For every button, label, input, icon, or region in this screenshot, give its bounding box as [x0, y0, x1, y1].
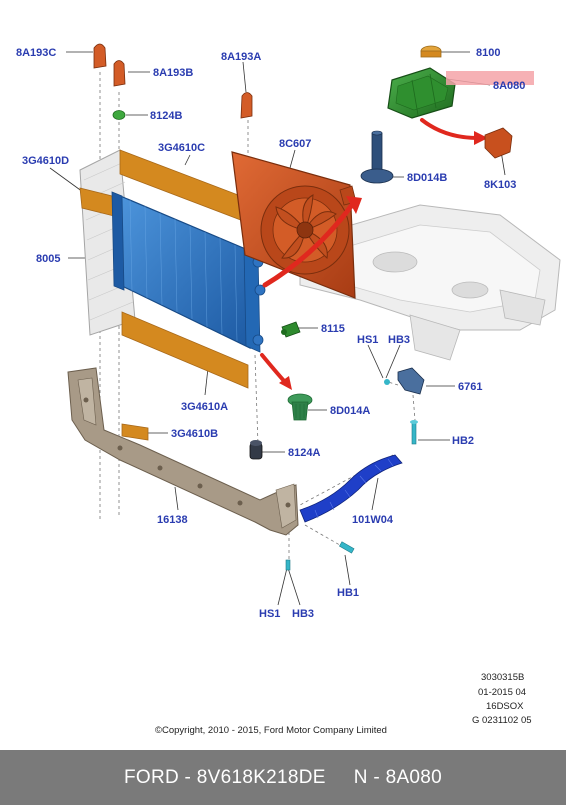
thermostat-8d014a: [287, 393, 313, 421]
label-3g4610d: 3G4610D: [22, 155, 69, 167]
label-8a193b: 8A193B: [153, 67, 193, 79]
fan-shroud: [231, 151, 357, 299]
subframe: [299, 204, 561, 361]
highlight-8a080: [446, 71, 534, 85]
doc-code-1: 3030315B: [481, 672, 524, 683]
label-8115: 8115: [321, 323, 345, 335]
footer-reference: N - 8A080: [353, 766, 443, 788]
bracket-6761: [384, 367, 425, 395]
doc-code-4: G 0231102 05: [472, 715, 532, 726]
clip-8a193c: [93, 43, 107, 69]
label-8005: 8005: [36, 253, 60, 265]
isolator-8124b: [112, 110, 126, 120]
deflector-3g4610a: [121, 311, 249, 389]
label-3g4610b: 3G4610B: [171, 428, 218, 440]
direction-arrows: [260, 118, 488, 390]
label-hs1-lower: HS1: [259, 608, 280, 620]
label-8c607: 8C607: [279, 138, 311, 150]
deflector-3g4610b: [121, 423, 149, 441]
harness-101w04: [299, 454, 403, 523]
clip-8a193a: [240, 92, 253, 119]
label-hb3-upper: HB3: [388, 334, 410, 346]
sensor-8115: [281, 321, 301, 338]
label-hb2: HB2: [452, 435, 474, 447]
copyright-notice: ©Copyright, 2010 - 2015, Ford Motor Comp…: [155, 725, 387, 736]
label-hs1-upper: HS1: [357, 334, 378, 346]
radiator: [111, 191, 266, 353]
label-8a080: 8A080: [493, 80, 525, 92]
bracket-8k103: [484, 127, 513, 159]
radiator-support-16138: [67, 367, 299, 536]
label-hb3-lower: HB3: [292, 608, 314, 620]
label-6761: 6761: [458, 381, 482, 393]
doc-code-3: 16DSOX: [486, 701, 524, 712]
bolt-hb2: [410, 420, 418, 445]
housing-8d014b: [360, 130, 394, 184]
label-3g4610a: 3G4610A: [181, 401, 228, 413]
callout-labels: 8A193C 8A193B 8A193A 8124B 8100 8A080 3G…: [16, 47, 525, 620]
label-8d014b: 8D014B: [407, 172, 447, 184]
label-8a193a: 8A193A: [221, 51, 261, 63]
document-codes: 3030315B 01-2015 04 16DSOX G 0231102 05: [472, 672, 532, 726]
footer-part-number: FORD - 8V618K218DE: [123, 766, 326, 788]
label-16138: 16138: [157, 514, 188, 526]
label-8100: 8100: [476, 47, 500, 59]
label-8a193c: 8A193C: [16, 47, 56, 59]
isolator-8124a: [249, 440, 263, 460]
label-101w04: 101W04: [352, 514, 394, 526]
parts-diagram: 8A193C 8A193B 8A193A 8124B 8100 8A080 3G…: [16, 43, 561, 736]
label-8k103: 8K103: [484, 179, 516, 191]
label-8d014a: 8D014A: [330, 405, 370, 417]
label-8124b: 8124B: [150, 110, 182, 122]
doc-code-2: 01-2015 04: [478, 687, 526, 698]
clip-8a193b: [113, 60, 126, 87]
label-3g4610c: 3G4610C: [158, 142, 205, 154]
expansion-tank: [387, 45, 456, 119]
footer-bar: FORD - 8V618K218DE N - 8A080: [0, 750, 566, 805]
fastener-hs1-lower: [285, 559, 291, 571]
label-8124a: 8124A: [288, 447, 320, 459]
label-hb1: HB1: [337, 587, 359, 599]
bolt-hb1: [339, 541, 355, 554]
